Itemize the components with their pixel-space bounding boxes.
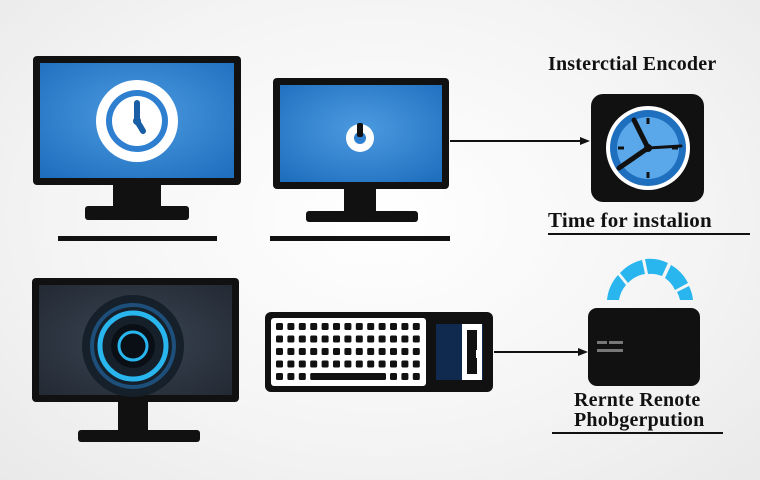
keyboard-key	[287, 348, 295, 355]
keyboard-key	[355, 348, 363, 355]
connector-arrow-bottom	[494, 348, 588, 356]
connector-arrow-top	[450, 137, 590, 145]
keyboard-key	[287, 360, 295, 368]
keyboard-key	[333, 360, 340, 368]
clock-tile-icon	[606, 106, 690, 190]
keyboard-key	[390, 360, 397, 368]
keyboard-key	[355, 335, 363, 343]
keyboard-key	[401, 323, 409, 330]
keyboard-key	[310, 348, 318, 355]
keyboard-key	[401, 348, 409, 355]
keyboard-key	[401, 360, 409, 368]
keyboard-key	[401, 373, 409, 380]
keyboard-key	[298, 373, 306, 380]
keyboard-key	[390, 348, 397, 355]
keyboard-key	[333, 335, 340, 343]
caption-underline-bottom	[552, 432, 723, 434]
keyboard-key	[412, 373, 420, 380]
keyboard-key	[298, 323, 306, 330]
signal-fan-icon	[607, 258, 693, 300]
keyboard-key	[344, 335, 352, 343]
clock-caption: Time for instalion	[548, 208, 712, 232]
keyboard-key	[344, 323, 352, 330]
keyboard-key	[355, 323, 363, 330]
keyboard-key	[412, 360, 420, 368]
keyboard-key	[298, 360, 306, 368]
keyboard-key	[310, 323, 318, 330]
keyboard-key	[310, 335, 318, 343]
keyboard-key	[367, 360, 375, 368]
encoder-title: Insterctial Encoder	[548, 53, 717, 75]
clock-icon	[96, 80, 178, 162]
keyboard-key	[367, 348, 375, 355]
keyboard-key	[412, 323, 420, 330]
keyboard-key	[367, 335, 375, 343]
keyboard-key	[321, 360, 329, 368]
keyboard-key	[333, 348, 340, 355]
keyboard-key	[367, 323, 375, 330]
monitor-top-middle	[270, 78, 450, 241]
keyboard-key	[344, 348, 352, 355]
keyboard-key	[378, 348, 386, 355]
keyboard-icon	[265, 312, 493, 392]
keyboard-key	[390, 323, 397, 330]
keyboard-key	[412, 335, 420, 343]
keyboard-key	[276, 323, 283, 330]
keyboard-key	[390, 335, 397, 343]
webcam-lens-icon	[82, 295, 184, 397]
keyboard-key	[298, 348, 306, 355]
monitor-top-left	[33, 56, 241, 241]
remote-caption-line2: Phobgerpution	[574, 409, 705, 431]
power-icon	[346, 123, 374, 152]
remote-caption-line1: Rernte Renote	[574, 389, 701, 411]
keyboard-key	[412, 348, 420, 355]
keyboard-key	[401, 335, 409, 343]
keyboard-key	[310, 360, 318, 368]
keyboard-key	[333, 323, 340, 330]
keyboard-spacebar	[310, 373, 386, 380]
keyboard-key	[344, 360, 352, 368]
caption-underline-top	[548, 233, 750, 235]
keyboard-key	[378, 360, 386, 368]
keyboard-key	[276, 360, 283, 368]
keyboard-key	[298, 335, 306, 343]
keyboard-key	[287, 373, 295, 380]
keyboard-key	[321, 348, 329, 355]
keyboard-key	[355, 360, 363, 368]
keyboard-key	[287, 335, 295, 343]
clock-tile	[591, 94, 704, 202]
keyboard-key	[276, 348, 283, 355]
keyboard-key	[321, 323, 329, 330]
keyboard-key	[378, 335, 386, 343]
keyboard-key	[378, 323, 386, 330]
keyboard-key	[276, 335, 283, 343]
keyboard-key	[390, 373, 397, 380]
keyboard-key	[287, 323, 295, 330]
keyboard-key	[276, 373, 283, 380]
storage-device-icon	[588, 308, 700, 386]
monitor-bottom-left	[32, 278, 239, 442]
keyboard-key	[321, 335, 329, 343]
